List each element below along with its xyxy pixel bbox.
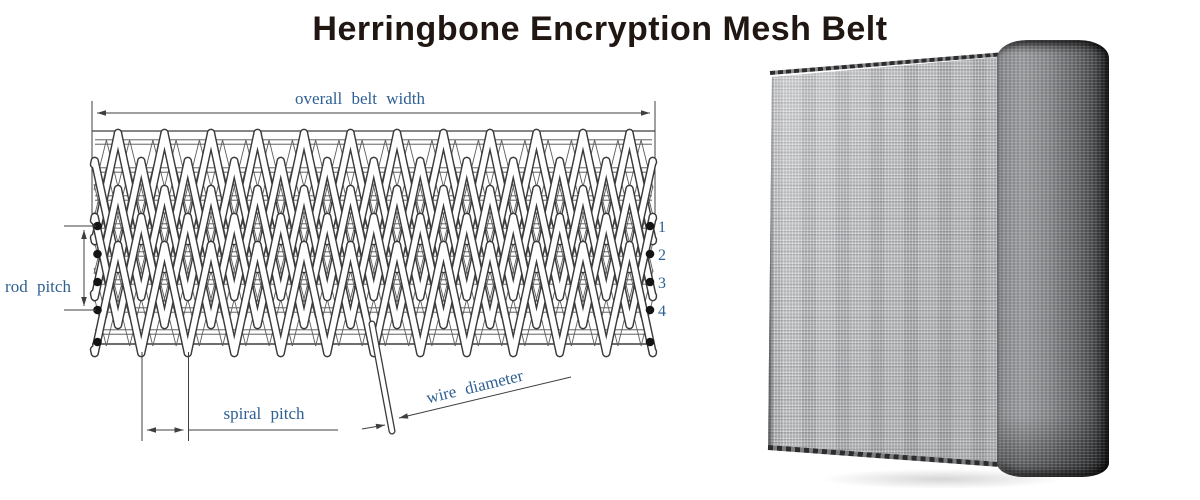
page-title: Herringbone Encryption Mesh Belt — [312, 10, 888, 48]
wire-diameter-label: wire diameter — [424, 366, 525, 408]
spiral-pitch-label: spiral pitch — [223, 404, 305, 423]
overall-belt-width-label: overall belt width — [295, 89, 425, 108]
mesh-belt-diagram: overall belt width rod pitch spiral pitc… — [5, 89, 666, 441]
mesh-roll — [997, 40, 1109, 477]
rod-pitch-label: rod pitch — [5, 277, 71, 296]
rod-number-2: 2 — [658, 247, 666, 264]
mesh-belt-photo — [760, 35, 1125, 495]
rod-number-3: 3 — [658, 275, 666, 292]
mesh-weave-drawing — [64, 101, 658, 441]
mesh-sheet — [768, 57, 1000, 465]
rod-number-4: 4 — [658, 303, 666, 320]
rod-number-1: 1 — [658, 219, 666, 236]
